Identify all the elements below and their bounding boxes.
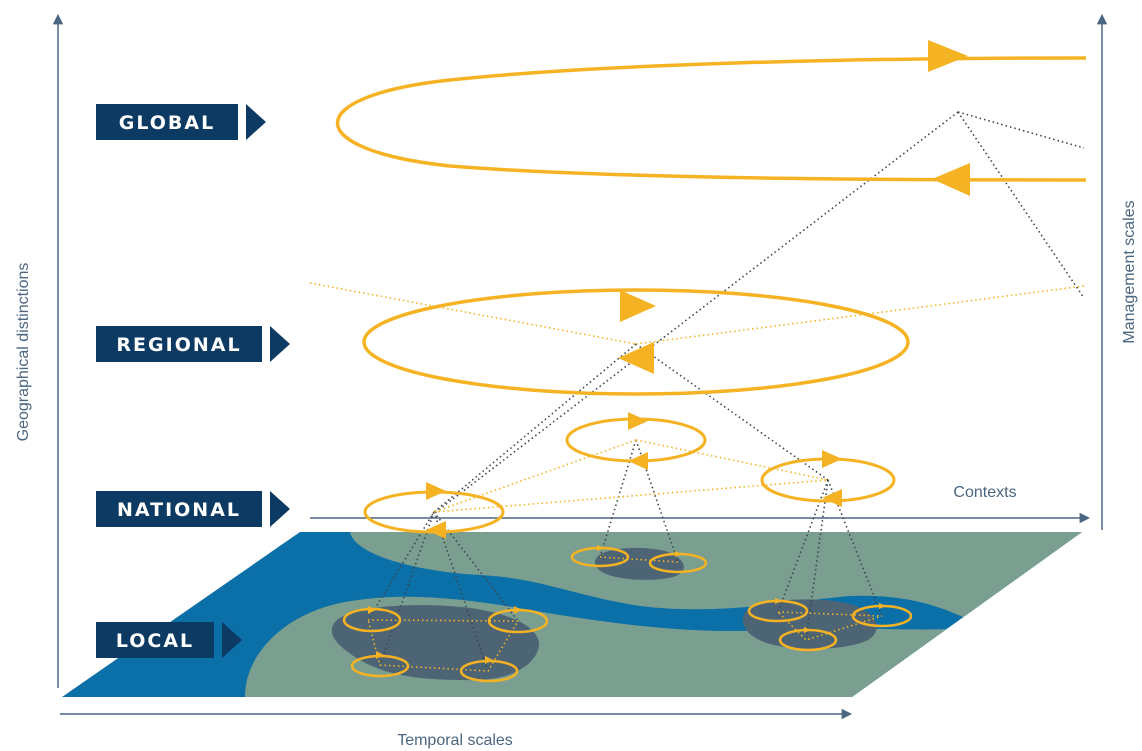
global-arrow-bottom: [932, 163, 970, 196]
axis-label-management: Management scales: [1121, 200, 1138, 343]
level-local-label: LOCAL: [116, 630, 194, 652]
level-regional-box: [96, 326, 262, 362]
national-cycles: [363, 412, 896, 539]
level-global: GLOBAL: [96, 104, 266, 140]
level-global-chevron: [246, 104, 266, 140]
local-cycle-arrows: [368, 545, 886, 664]
level-local-chevron: [222, 622, 242, 658]
level-global-label: GLOBAL: [119, 112, 215, 134]
level-national-label: NATIONAL: [117, 499, 241, 521]
regional-arrow-bottom: [618, 342, 654, 374]
level-regional: REGIONAL: [96, 326, 290, 362]
regional-cycle: [362, 288, 910, 396]
level-local: LOCAL: [96, 622, 242, 658]
level-national: NATIONAL: [96, 491, 290, 527]
global-arrow-top: [928, 40, 968, 72]
patch-right: [742, 599, 877, 649]
axes: [52, 13, 1108, 720]
level-global-box: [96, 104, 238, 140]
level-national-box: [96, 491, 262, 527]
axis-label-contexts: Contexts: [953, 484, 1016, 501]
land-upper: [350, 532, 1082, 618]
global-cycle: [336, 40, 1087, 196]
level-national-chevron: [270, 491, 290, 527]
level-regional-chevron: [270, 326, 290, 362]
axis-label-geographical: Geographical distinctions: [15, 263, 32, 442]
axis-label-temporal: Temporal scales: [397, 732, 513, 749]
level-local-box: [96, 622, 214, 658]
regional-arrow-top: [620, 290, 656, 322]
level-regional-label: REGIONAL: [116, 334, 241, 356]
map-plane: [62, 532, 1082, 697]
